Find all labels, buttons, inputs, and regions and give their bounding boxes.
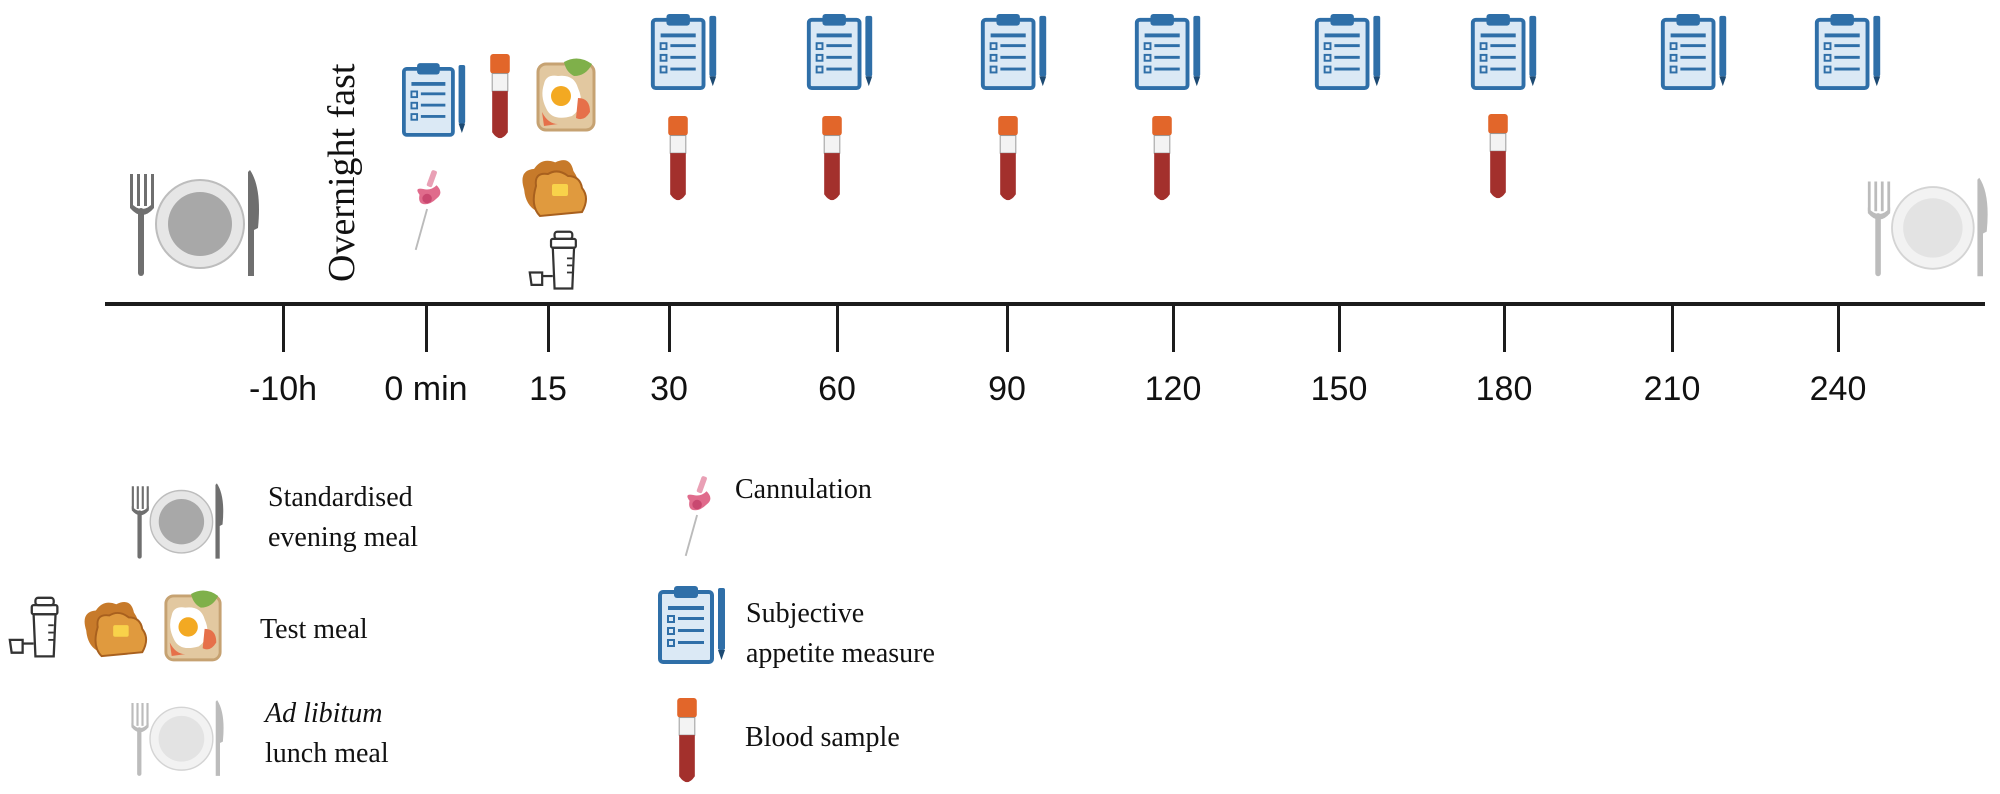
legend-appetite-line2: appetite measure — [746, 638, 935, 669]
tick-mark — [1006, 306, 1009, 352]
blood-tube-icon — [488, 54, 512, 142]
tick-label: 240 — [1809, 370, 1867, 408]
blood-tube-icon — [666, 116, 690, 204]
clipboard-icon — [402, 60, 468, 138]
tick-label: 0 min — [384, 370, 468, 408]
legend-test-meal: Test meal — [260, 614, 368, 645]
tick-mark — [668, 306, 671, 352]
blood-tube-icon — [1150, 116, 1174, 204]
legend-appetite-line1: Subjective — [746, 598, 865, 629]
blood-tube-icon — [996, 116, 1020, 204]
tick-label: 60 — [818, 370, 856, 408]
timeline-axis — [105, 302, 1985, 306]
clipboard-icon — [1470, 12, 1540, 90]
legend-lunch-meal-line1: Ad libitum — [265, 698, 383, 729]
tick-label: 150 — [1310, 370, 1368, 408]
clipboard-icon — [980, 12, 1050, 90]
shaker-bottle-icon — [528, 230, 590, 292]
tick-label: 120 — [1144, 370, 1202, 408]
tick-mark — [1671, 306, 1674, 352]
light-plate-cutlery-icon — [1866, 172, 1996, 282]
tick-mark — [547, 306, 550, 352]
legend-lunch-meal: Ad libitum lunch meal — [265, 694, 389, 774]
toast-icon — [518, 156, 598, 220]
legend-lunch-meal-line2: lunch meal — [265, 738, 389, 769]
tick-mark — [836, 306, 839, 352]
tick-mark — [1503, 306, 1506, 352]
clipboard-icon — [1660, 12, 1730, 90]
blood-tube-icon — [820, 116, 844, 204]
tick-mark — [1172, 306, 1175, 352]
cannula-icon — [410, 166, 448, 252]
egg-toast-icon — [534, 54, 598, 134]
shaker-bottle-icon — [8, 596, 72, 660]
cannula-icon — [680, 472, 718, 558]
plate-cutlery-icon — [128, 168, 268, 278]
clipboard-icon — [1314, 12, 1384, 90]
tick-label: 15 — [529, 370, 567, 408]
tick-mark — [1338, 306, 1341, 352]
legend-evening-meal-line2: evening meal — [268, 522, 419, 553]
clipboard-icon — [1814, 12, 1884, 90]
tick-label: 30 — [650, 370, 688, 408]
plate-cutlery-icon — [130, 482, 230, 560]
legend-evening-meal-line1: Standardised — [268, 482, 413, 513]
legend-cannulation: Cannulation — [735, 474, 872, 505]
overnight-fast-label: Overnight fast — [321, 63, 363, 282]
clipboard-icon — [650, 12, 720, 90]
blood-tube-icon — [675, 698, 699, 786]
clipboard-icon — [658, 584, 728, 664]
light-plate-cutlery-icon — [130, 698, 230, 778]
tick-mark — [1837, 306, 1840, 352]
legend-evening-meal: Standardised evening meal — [268, 478, 418, 558]
toast-icon — [80, 598, 158, 660]
legend-blood-sample: Blood sample — [745, 722, 900, 753]
egg-toast-icon — [162, 586, 224, 664]
blood-tube-icon — [1486, 114, 1510, 202]
legend-appetite: Subjective appetite measure — [746, 594, 935, 674]
tick-label: 180 — [1475, 370, 1533, 408]
tick-mark — [282, 306, 285, 352]
tick-mark — [425, 306, 428, 352]
tick-label: -10h — [248, 370, 318, 408]
clipboard-icon — [1134, 12, 1204, 90]
tick-label: 210 — [1643, 370, 1701, 408]
tick-label: 90 — [988, 370, 1026, 408]
clipboard-icon — [806, 12, 876, 90]
